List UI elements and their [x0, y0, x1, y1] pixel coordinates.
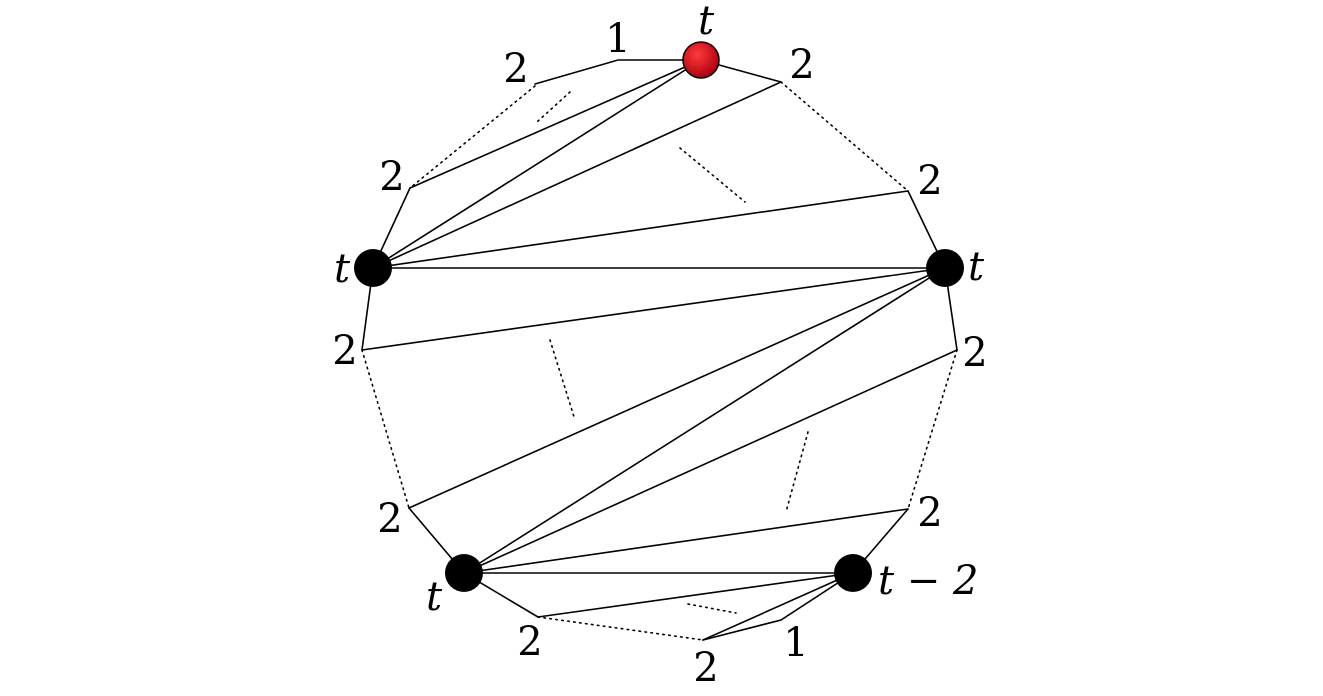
vertex — [834, 554, 872, 592]
dotted-indicator — [549, 339, 576, 421]
label-2: 2 — [962, 330, 987, 376]
label-2: 2 — [503, 46, 528, 92]
dotted-indicator — [785, 431, 809, 513]
diagonal — [372, 190, 909, 269]
diagonal — [361, 267, 946, 351]
label-2: 2 — [379, 154, 404, 200]
label-bottom-right-t-minus-2: t − 2 — [878, 558, 978, 604]
label-2: 2 — [789, 42, 814, 88]
vertex — [445, 554, 483, 592]
boundary-edge — [702, 508, 909, 641]
diagonal — [537, 572, 854, 618]
polygon-boundary — [361, 59, 958, 641]
diagonal — [702, 572, 854, 641]
diagonal — [408, 267, 946, 509]
boundary-edge — [534, 59, 782, 85]
diagonal — [409, 59, 702, 189]
dotted-boundary — [361, 349, 410, 509]
diagonal — [463, 349, 958, 574]
label-2: 2 — [693, 645, 718, 691]
label-2: 2 — [377, 496, 402, 542]
interior-dotted-marks — [536, 91, 809, 614]
label-right-t: t — [968, 244, 985, 290]
label-1-bottom: 1 — [783, 620, 808, 666]
dotted-boundary — [409, 85, 536, 189]
triangulation-diagonals — [361, 59, 958, 641]
dotted-boundary — [537, 616, 704, 641]
label-left-t: t — [334, 246, 351, 292]
vertex-red — [682, 41, 720, 79]
label-2: 2 — [917, 490, 942, 536]
label-bottom-left-t: t — [426, 574, 443, 620]
label-top-t: t — [698, 0, 715, 44]
dotted-indicator — [679, 147, 746, 203]
polygon-boundary-dotted — [361, 81, 958, 641]
numeric-labels: 1 2 2 2 2 2 2 2 2 2 2 1 — [332, 16, 987, 691]
label-2: 2 — [332, 328, 357, 374]
vertices — [354, 41, 964, 592]
dotted-indicator — [687, 603, 737, 614]
vertex-labels: t t t t t − 2 — [334, 0, 985, 620]
dotted-indicator — [536, 91, 571, 123]
label-1-top: 1 — [605, 16, 630, 62]
label-2: 2 — [517, 619, 542, 665]
vertex — [354, 249, 392, 287]
diagonal — [463, 267, 946, 574]
diagonal — [463, 508, 909, 574]
diagonal — [372, 59, 702, 269]
vertex — [926, 249, 964, 287]
label-2: 2 — [917, 158, 942, 204]
diagonal — [372, 81, 782, 269]
dotted-boundary — [907, 349, 958, 510]
dotted-boundary — [780, 81, 909, 192]
